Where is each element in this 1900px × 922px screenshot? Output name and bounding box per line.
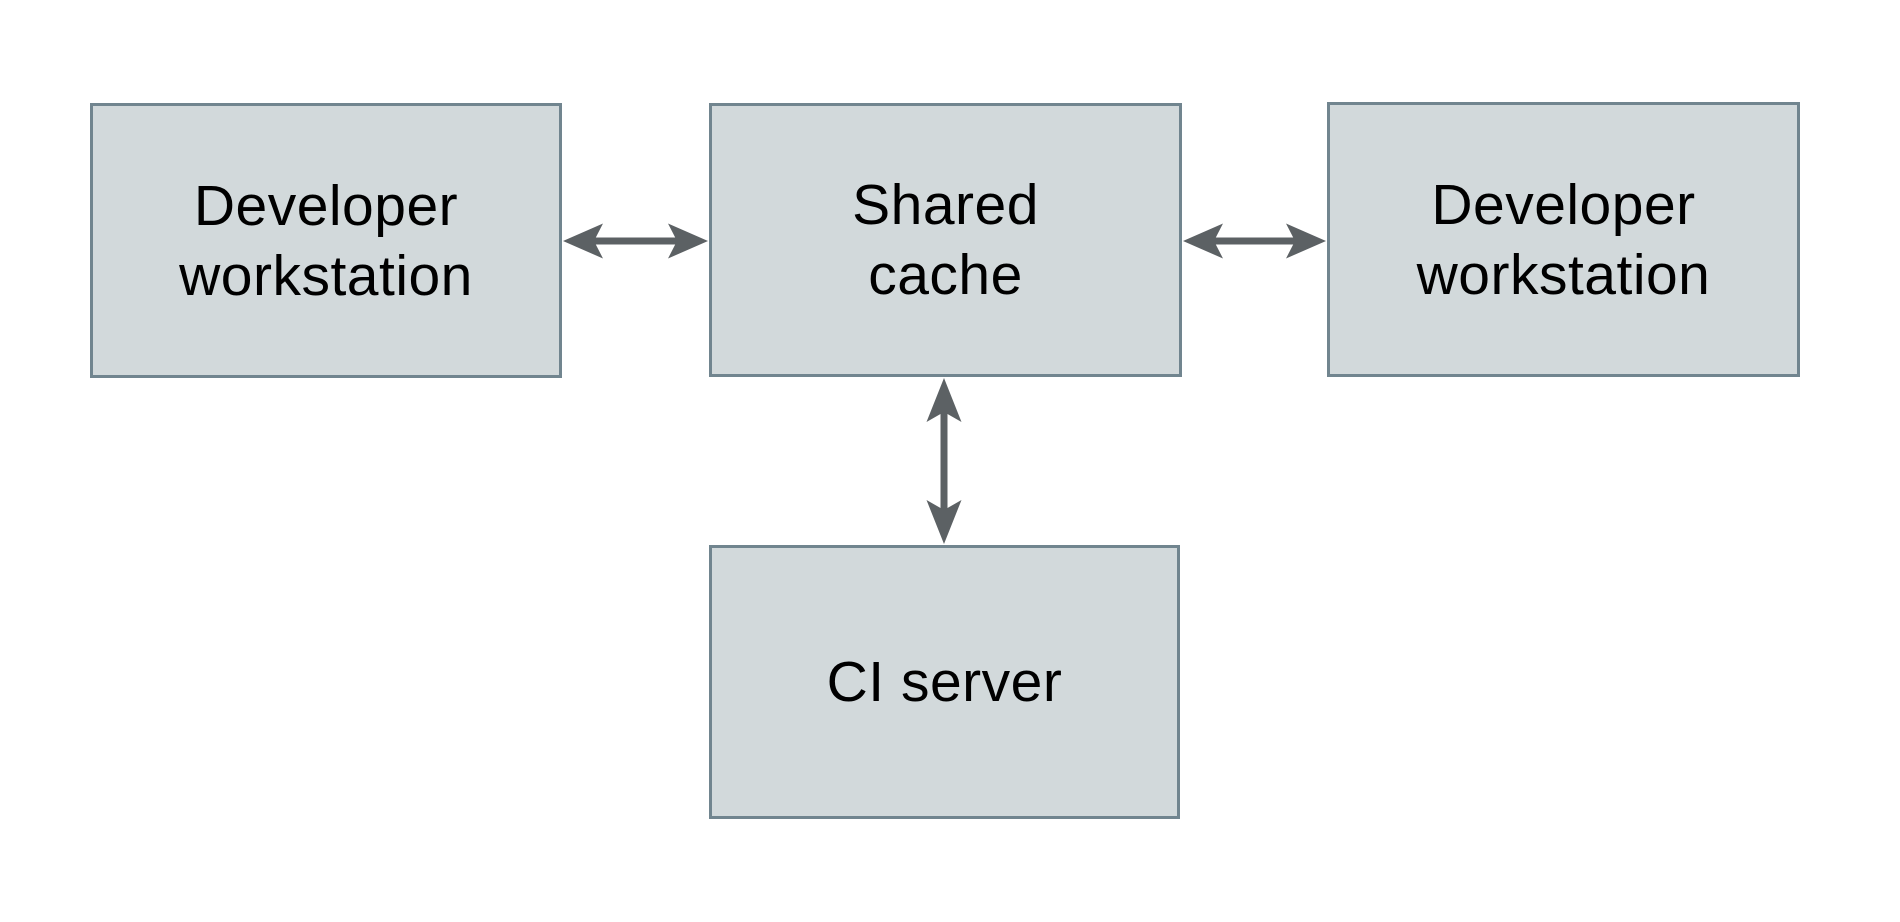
node-label: Developer workstation bbox=[1416, 172, 1711, 307]
double-arrow-icon bbox=[1183, 223, 1326, 259]
node-label: CI server bbox=[826, 650, 1063, 714]
bidirectional-arrow-cache-workstationright bbox=[1182, 221, 1327, 261]
node-label: Developer workstation bbox=[179, 173, 473, 308]
double-arrow-icon bbox=[926, 378, 962, 544]
node-shared-cache: Shared cache bbox=[709, 103, 1182, 377]
node-label: Shared cache bbox=[852, 173, 1039, 307]
bidirectional-arrow-cache-ciserver bbox=[924, 377, 964, 545]
node-developer-workstation-left: Developer workstation bbox=[90, 103, 562, 378]
double-arrow-icon bbox=[563, 223, 708, 259]
bidirectional-arrow-workstationleft-cache bbox=[562, 221, 709, 261]
node-developer-workstation-right: Developer workstation bbox=[1327, 102, 1800, 377]
node-ci-server: CI server bbox=[709, 545, 1180, 819]
